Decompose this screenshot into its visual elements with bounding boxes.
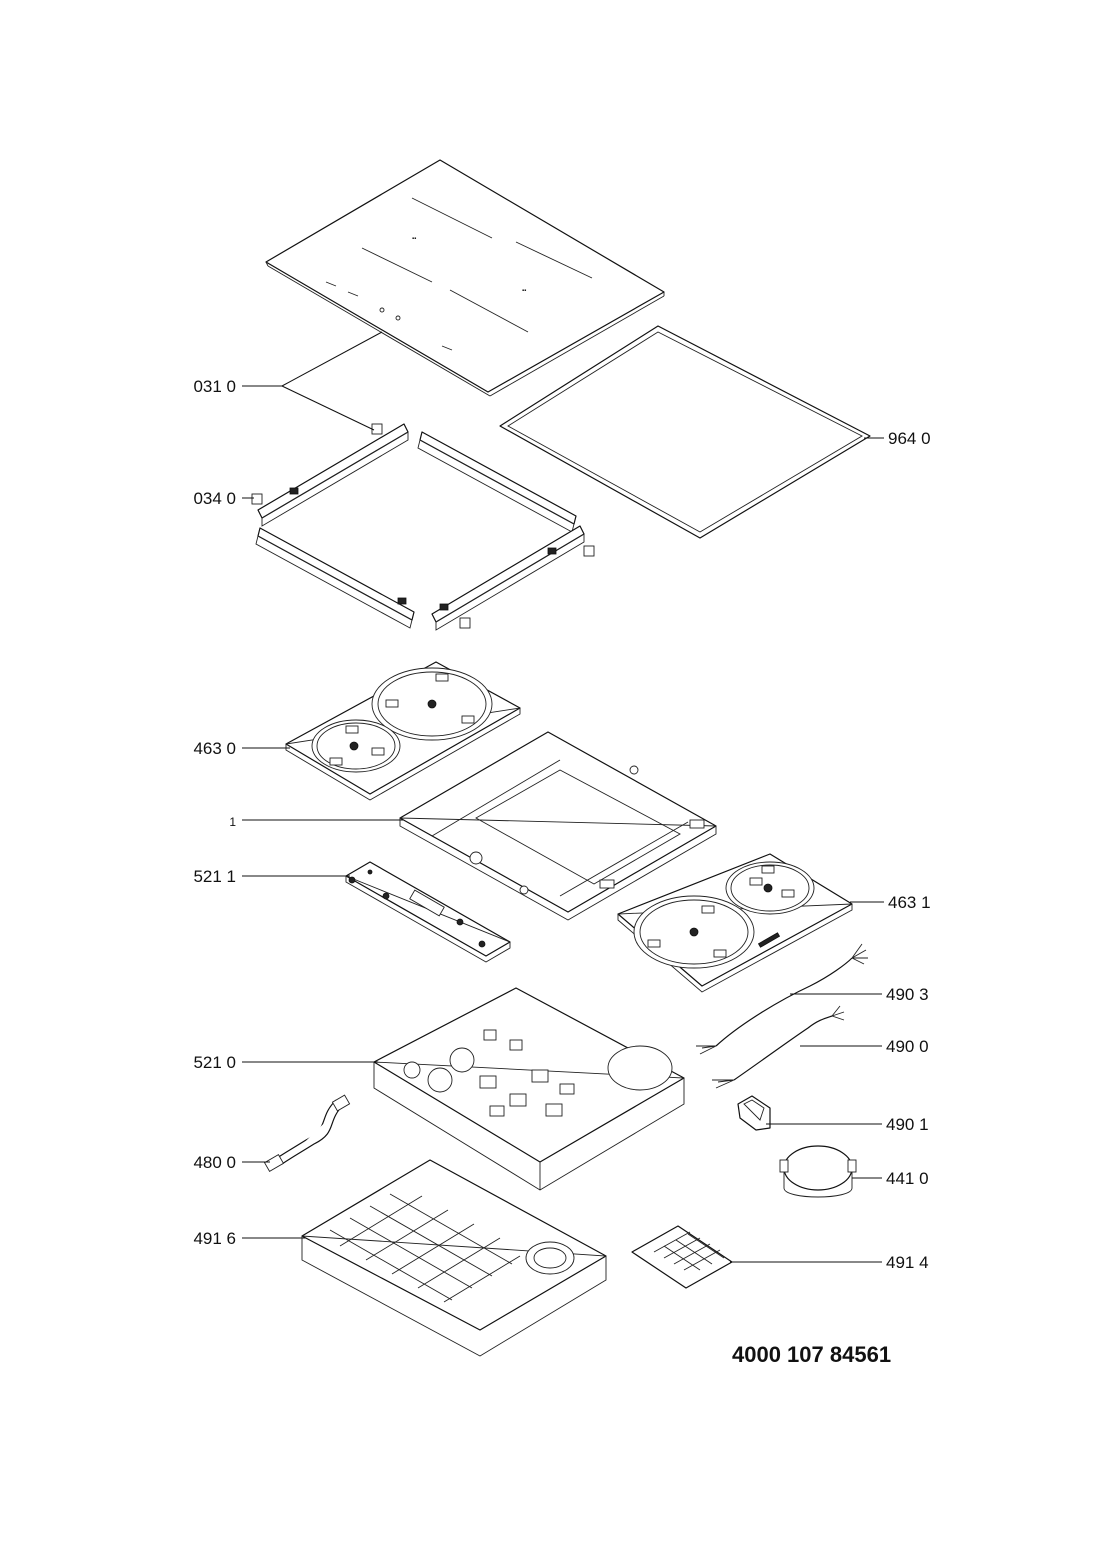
wire-harness-b-part bbox=[712, 1005, 845, 1089]
leader-lines bbox=[242, 331, 884, 1263]
callout-labels: 031 0 034 0 964 0 463 0 1 521 1 463 1 49… bbox=[193, 377, 930, 1272]
callout-964-0: 964 0 bbox=[888, 429, 931, 448]
callout-490-0: 490 0 bbox=[886, 1037, 929, 1056]
glass-top-part: ▪▪ ▪▪ bbox=[265, 159, 665, 397]
callout-441-0: 441 0 bbox=[886, 1169, 929, 1188]
svg-text:▪▪: ▪▪ bbox=[412, 236, 416, 242]
ribbon-cable-part bbox=[263, 1094, 351, 1172]
callout-490-1: 490 1 bbox=[886, 1115, 929, 1134]
callout-034-0: 034 0 bbox=[193, 489, 236, 508]
control-board-part bbox=[345, 861, 511, 963]
callout-491-4: 491 4 bbox=[886, 1253, 929, 1272]
callout-463-1: 463 1 bbox=[888, 893, 931, 912]
wire-harness-a-part bbox=[696, 943, 868, 1055]
document-number: 4000 107 84561 bbox=[732, 1342, 891, 1367]
svg-text:▪▪: ▪▪ bbox=[522, 288, 526, 294]
callout-521-0: 521 0 bbox=[193, 1053, 236, 1072]
callout-1: 1 bbox=[229, 815, 236, 829]
callout-491-6: 491 6 bbox=[193, 1229, 236, 1248]
gasket-part bbox=[499, 325, 871, 539]
bracket-part bbox=[737, 1095, 771, 1131]
callout-490-3: 490 3 bbox=[886, 985, 929, 1004]
bottom-housing-part bbox=[301, 1159, 607, 1357]
fan-part bbox=[779, 1145, 857, 1198]
callout-031-0: 031 0 bbox=[193, 377, 236, 396]
callout-463-0: 463 0 bbox=[193, 739, 236, 758]
callout-521-1: 521 1 bbox=[193, 867, 236, 886]
coil-plate-left-part bbox=[285, 661, 521, 801]
power-board-part bbox=[373, 987, 685, 1191]
frame-rails-part bbox=[251, 423, 595, 631]
callout-480-0: 480 0 bbox=[193, 1153, 236, 1172]
coil-plate-right-part bbox=[617, 853, 853, 993]
filter-grid-part bbox=[631, 1225, 733, 1289]
base-chassis-part bbox=[399, 731, 717, 921]
